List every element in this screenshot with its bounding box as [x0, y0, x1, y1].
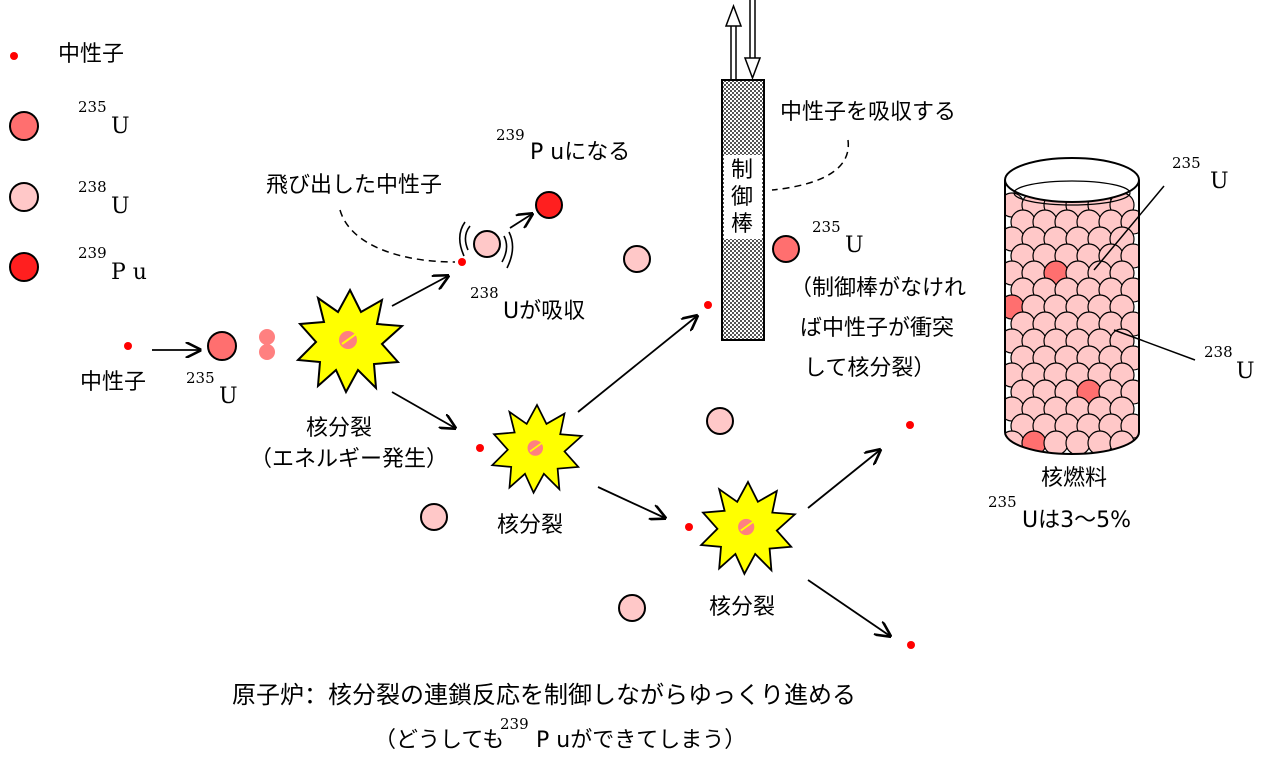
legend-u235-mass: 235	[78, 98, 107, 116]
start-u235-ball	[207, 331, 237, 361]
arrow-to-pu239	[509, 214, 532, 229]
legend-pu239-mass: 239	[78, 244, 107, 262]
ejected-neutron-label: 飛び出した中性子	[266, 173, 443, 198]
fission-burst-3	[699, 480, 797, 576]
legend-u235-symbol: U	[111, 114, 130, 139]
neutron-dot-out-1	[906, 421, 914, 429]
rod-note-line-3: して核分裂）	[804, 356, 936, 381]
u238-ball-scatter-3	[706, 407, 734, 435]
fission-2-label: 核分裂	[497, 513, 564, 538]
fission-burst-1	[295, 287, 405, 395]
fuel-u235-pointer	[1093, 185, 1165, 271]
fission-1-label: 核分裂	[306, 416, 373, 441]
fuel-u238-mass: 238	[1204, 343, 1233, 361]
fission-1-sublabel: （エネルギー発生）	[250, 447, 449, 472]
legend-neutron-label: 中性子	[58, 42, 125, 67]
arrow-b1-up	[391, 276, 448, 307]
neutron-dot-b3	[685, 523, 693, 531]
absorbs-neutron-label: 中性子を吸収する	[780, 100, 957, 125]
ejected-neutron-dot	[458, 258, 466, 266]
legend-u238-symbol: U	[111, 194, 130, 219]
arrow-b2-down	[597, 486, 665, 518]
control-rod-label: 制御棒	[731, 158, 754, 237]
arrow-b1-down	[391, 391, 455, 428]
splitting-blob-a	[259, 329, 275, 345]
rod-note-line-1: （制御棒がなけれ	[790, 276, 967, 301]
control-rod-label-bg	[724, 155, 762, 239]
rod-u235-mass: 235	[812, 218, 841, 236]
u238-ball-scatter-2	[420, 503, 448, 531]
fuel-u238-pointer	[1113, 329, 1196, 361]
rod-down-arrow-icon	[743, 0, 762, 81]
fuel-title: 核燃料	[1041, 466, 1108, 491]
legend-u238-ball	[9, 182, 39, 212]
start-neutron-dot	[124, 342, 132, 350]
neutron-dot-b2	[476, 444, 484, 452]
start-neutron-label: 中性子	[80, 370, 147, 395]
pu-become-mass: 239	[496, 126, 525, 144]
legend-u235-ball	[9, 111, 39, 141]
fuel-u235-mass: 235	[1172, 154, 1201, 172]
u238-absorb-label: Uが吸収	[503, 299, 586, 324]
rod-up-arrow-icon	[724, 3, 743, 80]
vibration-right-icon	[501, 231, 514, 269]
rod-side-u235-ball	[772, 235, 800, 263]
caption-line-2-mass: 239	[500, 715, 529, 733]
start-u235-symbol: U	[219, 384, 238, 409]
absorbing-u238-ball	[473, 230, 501, 258]
fuel-u238-pellet	[1065, 430, 1091, 454]
fission-burst-2	[490, 403, 584, 495]
caption-line-2-suffix: P uができてしまう）	[536, 728, 747, 753]
fuel-ratio-mass: 235	[988, 493, 1017, 511]
produced-pu239-ball	[535, 191, 563, 219]
neutron-dot-to-rod	[704, 301, 712, 309]
legend-u238-mass: 238	[78, 178, 107, 196]
rod-u235-symbol: U	[845, 233, 864, 258]
fuel-cylinder	[1004, 157, 1140, 455]
arrow-b2-up	[577, 316, 697, 413]
splitting-blob-b	[259, 344, 275, 360]
u238-ball-scatter-4	[618, 594, 646, 622]
vibration-left-icon	[458, 221, 471, 257]
ejected-neutron-leader	[339, 209, 456, 263]
absorb-leader-line	[771, 139, 849, 191]
start-u235-mass: 235	[186, 369, 215, 387]
neutron-dot-out-2	[907, 641, 915, 649]
fuel-u238-symbol: U	[1236, 359, 1255, 384]
legend-pu239-symbol: P u	[111, 260, 147, 285]
u238-absorb-mass: 238	[470, 284, 499, 302]
arrow-b3-up	[807, 450, 880, 509]
pu-become-label: P uになる	[530, 140, 631, 165]
rod-note-line-2: ば中性子が衝突	[800, 316, 955, 341]
u238-ball-scatter-1	[623, 245, 651, 273]
caption-line-2-prefix: （どうしても	[374, 728, 505, 753]
caption-line-1: 原子炉：核分裂の連鎖反応を制御しながらゆっくり進める	[232, 681, 856, 709]
legend-neutron-dot	[10, 52, 18, 60]
fission-3-label: 核分裂	[709, 595, 776, 620]
fuel-ratio-text: Uは3～5%	[1022, 508, 1132, 533]
fuel-u235-symbol: U	[1210, 169, 1229, 194]
legend-pu239-ball	[9, 252, 39, 282]
arrow-b3-down	[807, 579, 890, 636]
fuel-u238-pellet	[1043, 430, 1069, 454]
